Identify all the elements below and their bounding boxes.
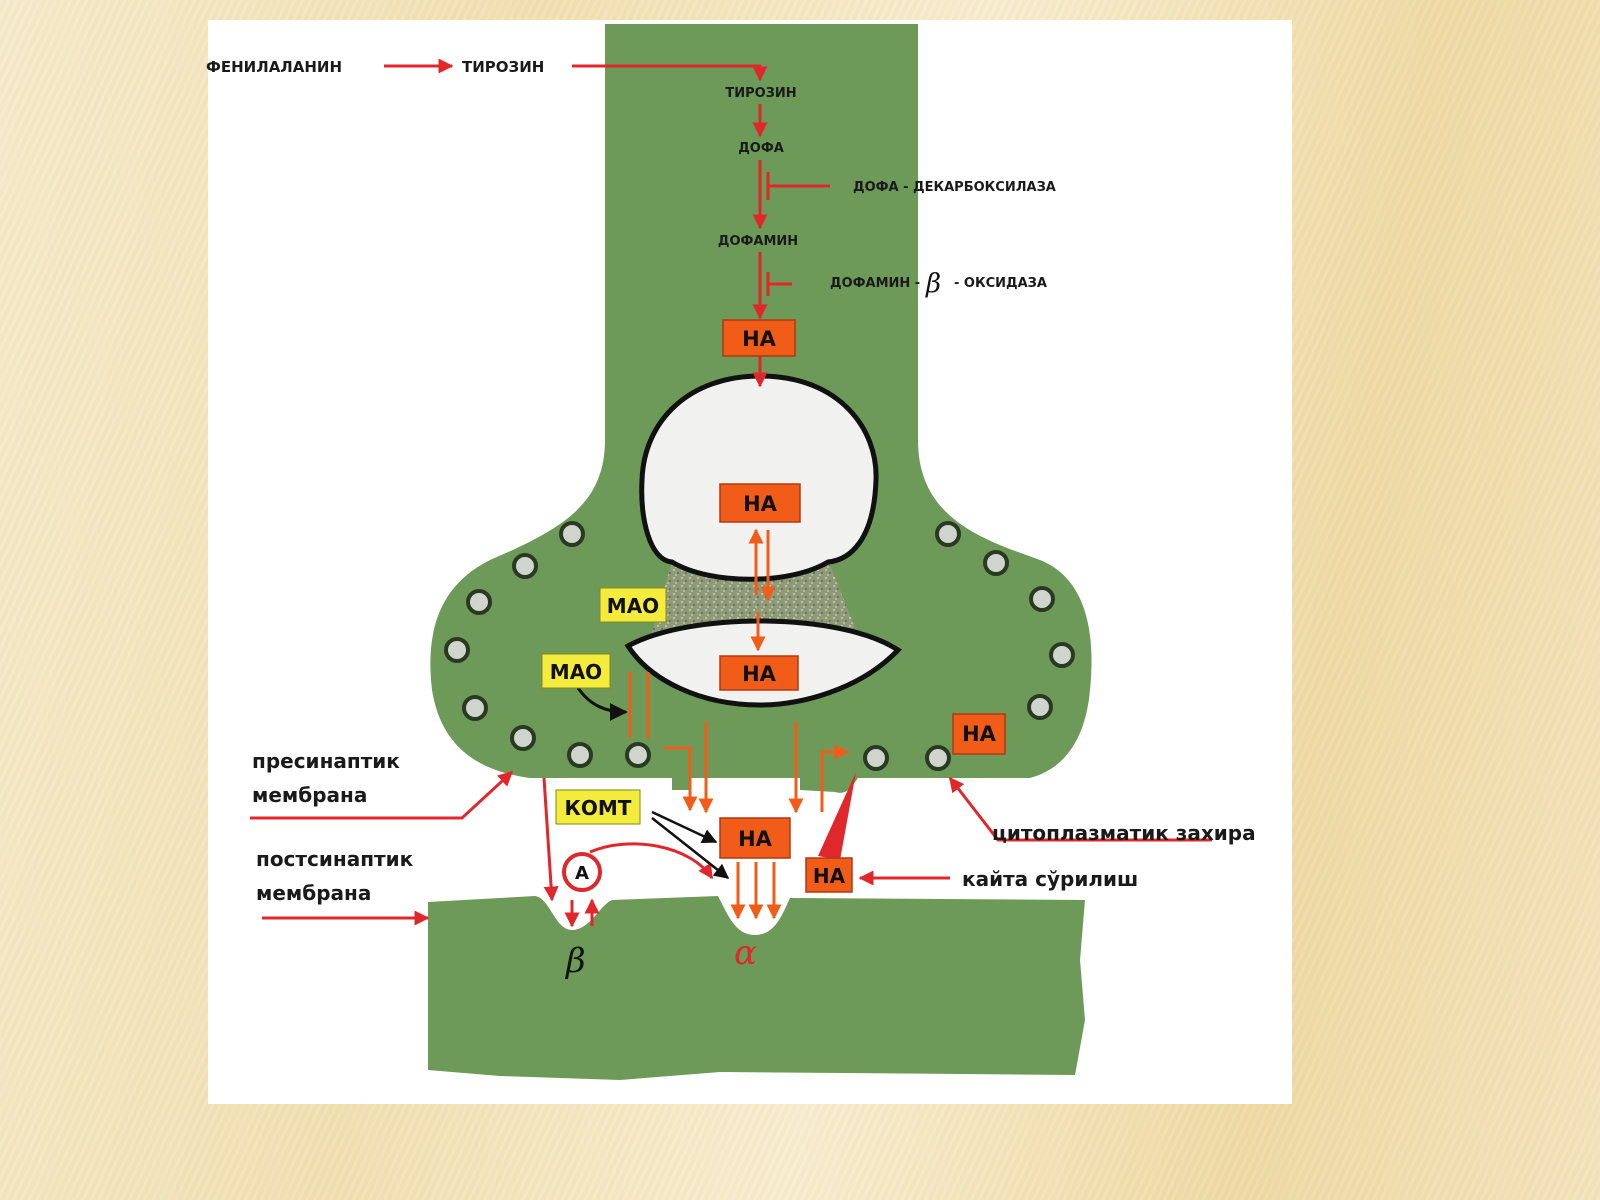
comt-arrows xyxy=(651,810,730,879)
membrane-dot xyxy=(444,637,470,663)
na-box-cleft xyxy=(719,817,791,859)
na-box-reuptake-label: НА xyxy=(813,864,846,888)
dopamine-oxidase-prefix: ДОФАМИН - xyxy=(830,276,920,291)
comt-arrow-2 xyxy=(651,817,730,879)
na-box-cytoplasm xyxy=(952,713,1006,755)
membrane-dot xyxy=(512,553,538,579)
na-box-lower-vesicle xyxy=(719,655,799,691)
dopamine-oxidase-suffix: - ОКСИДАЗА xyxy=(954,276,1047,291)
na-box-lower-vesicle-label: НА xyxy=(742,662,777,686)
presynaptic-arrow-1 xyxy=(542,777,559,902)
membrane-dot xyxy=(935,521,961,547)
membrane-labels: пресинаптик мембрана постсинаптик мембра… xyxy=(252,749,1256,905)
mao-box-lower-label: МАО xyxy=(550,660,602,684)
comt-arrow-1 xyxy=(651,810,718,844)
presynaptic-label-line1: пресинаптик xyxy=(252,749,400,773)
tyrosine-outer-label: ТИРОЗИН xyxy=(462,58,544,76)
membrane-dot xyxy=(1027,694,1053,720)
arrow-tyr-into-axon xyxy=(572,64,768,82)
mao-lower-arrow xyxy=(576,687,628,721)
reaction-arrows xyxy=(250,687,1212,928)
membrane-dot xyxy=(466,589,492,615)
na-box-top xyxy=(722,319,796,357)
membrane-dot xyxy=(1049,642,1075,668)
dopa-label: ДОФА xyxy=(738,141,784,156)
synthesis-labels: ФЕНИЛАЛАНИН ТИРОЗИН ТИРОЗИН ДОФА ДОФА - … xyxy=(206,58,1056,299)
postsynaptic-label-line2: мембрана xyxy=(256,881,371,905)
membrane-vesicle-dots xyxy=(444,521,1075,771)
membrane-dot xyxy=(462,695,488,721)
membrane-dot xyxy=(510,725,536,751)
postsynaptic-neuron xyxy=(428,896,1085,1080)
arrow-reuptake-up xyxy=(820,744,850,812)
na-box-reuptake xyxy=(805,857,853,893)
tyrosine-inner-label: ТИРОЗИН xyxy=(725,86,796,101)
na-box-vesicle xyxy=(719,483,801,523)
membrane-dot xyxy=(1029,586,1055,612)
na-box-cleft-label: НА xyxy=(738,827,773,851)
reuptake-wedge xyxy=(818,772,856,860)
membrane-dot xyxy=(625,742,651,768)
membrane-dot xyxy=(925,745,951,771)
comt-box-label: КОМТ xyxy=(565,796,632,820)
adrenaline-label: А xyxy=(575,863,589,884)
presynaptic-pointer xyxy=(250,770,514,820)
mao-box-lower xyxy=(541,653,611,689)
beta-receptor-symbol: β xyxy=(564,941,586,981)
vesicle-neck xyxy=(650,560,860,640)
na-box-top-label: НА xyxy=(742,327,777,351)
membrane-dot xyxy=(983,550,1009,576)
synthesis-arrows xyxy=(384,58,830,388)
comt-box xyxy=(555,789,641,825)
na-box-cytoplasm-label: НА xyxy=(962,722,997,746)
arrow-cyto-1 xyxy=(664,746,698,812)
membrane-dot xyxy=(559,521,585,547)
release-arrows xyxy=(628,528,850,920)
presynaptic-label-line2: мембрана xyxy=(252,783,367,807)
phenylalanine-label: ФЕНИЛАЛАНИН xyxy=(206,58,342,76)
membrane-dot xyxy=(567,742,593,768)
na-boxes: НА НА НА НА НА НА xyxy=(719,319,1006,893)
mao-box-upper xyxy=(599,587,667,623)
adrenaline-arrow xyxy=(589,842,714,880)
reuptake-label: кайта сўрилиш xyxy=(962,867,1138,891)
alpha-receptor-symbol: α xyxy=(734,933,757,973)
vesicle-upper xyxy=(639,373,879,582)
cytoplasmic-store-label: цитоплазматик захира xyxy=(992,821,1256,845)
cytoplasm-pointer xyxy=(948,776,1212,842)
dopamine-label: ДОФАМИН xyxy=(718,234,798,249)
membrane-dot xyxy=(863,745,889,771)
mao-box-upper-label: МАО xyxy=(607,594,659,618)
na-box-vesicle-label: НА xyxy=(743,492,778,516)
beta-symbol: β xyxy=(925,269,941,299)
adrenaline-circle xyxy=(562,852,602,892)
postsynaptic-label-line1: постсинаптик xyxy=(256,847,414,871)
dopa-decarboxylase-label: ДОФА - ДЕКАРБОКСИЛАЗА xyxy=(853,180,1056,195)
enzyme-boxes: МАО МАО КОМТ xyxy=(541,587,667,825)
